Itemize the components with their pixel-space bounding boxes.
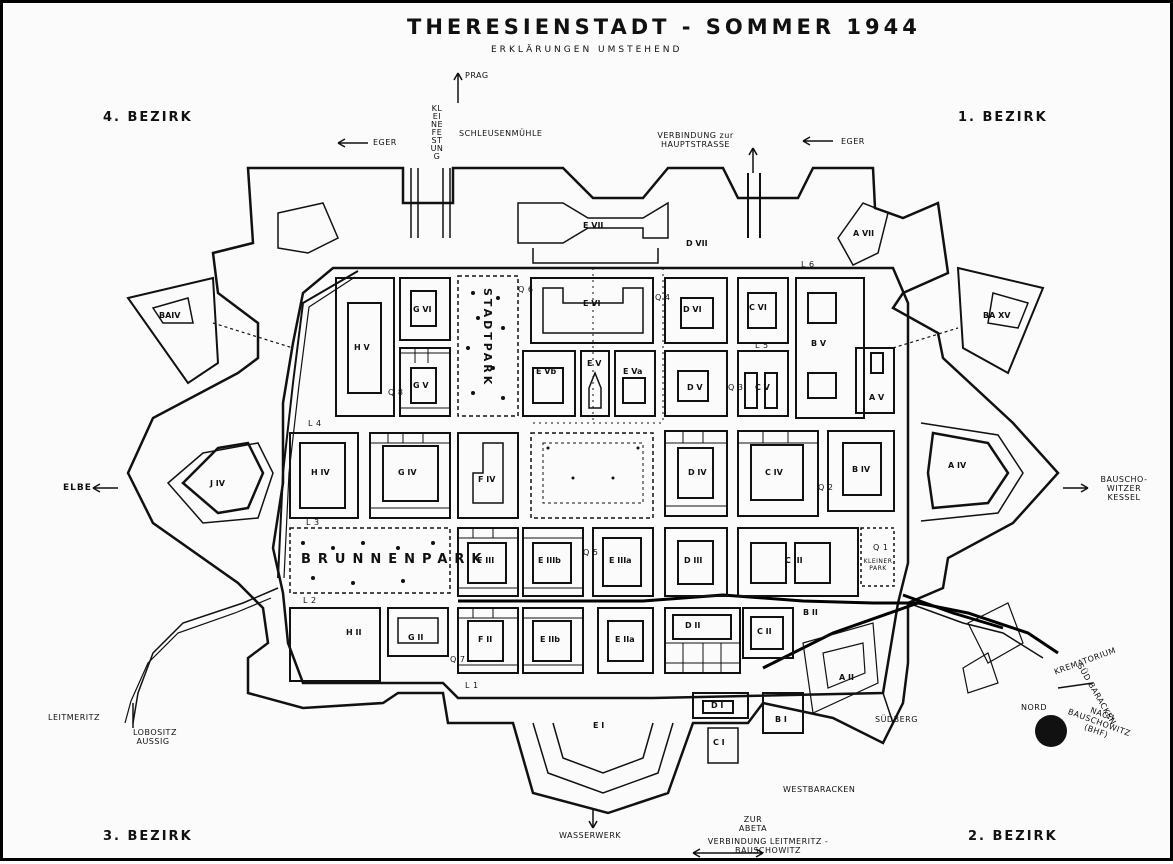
block-dv: D V (687, 383, 703, 392)
railway-line (458, 593, 1059, 655)
block-fiv: F IV (478, 475, 496, 484)
marker-q3: Q 3 (728, 383, 744, 392)
block-baxv: BA XV (983, 311, 1011, 320)
fortress-outer-wall (126, 166, 1060, 815)
block-gv: G V (413, 381, 429, 390)
block-hii: H II (346, 628, 362, 637)
block-eva: E Va (623, 367, 643, 376)
marker-q4: Q 4 (655, 293, 671, 302)
district-4: 4. BEZIRK (103, 110, 193, 125)
block-di: D I (711, 701, 724, 710)
bastion-right (926, 431, 1010, 510)
block-dvii: D VII (686, 239, 708, 248)
marker-l4: L 4 (308, 419, 322, 428)
block-jiv: J IV (210, 479, 225, 488)
marker-l5: L 5 (755, 341, 769, 350)
label-verbindung-bottom: VERBINDUNG LEITMERITZ - BAUSCHOWITZ (707, 837, 829, 855)
label-wasserwerk: WASSERWERK (559, 831, 622, 840)
outwork-baiv (126, 276, 220, 385)
label-bauschowitzer-kessel: BAUSCHO-WITZER KESSEL (1100, 475, 1148, 502)
block-fii: F II (478, 635, 493, 644)
district-2: 2. BEZIRK (968, 829, 1058, 844)
block-eiiia: E IIIa (609, 556, 632, 565)
label-brunnenpark: BRUNNENPARK (301, 552, 489, 567)
block-bii: B II (803, 608, 818, 617)
label-elbe: ELBE (63, 483, 92, 493)
block-ci: C I (713, 738, 725, 747)
block-aii: A II (839, 673, 854, 682)
park-trees (301, 291, 1067, 747)
label-nord: NORD (1021, 703, 1047, 712)
map-title: THERESIENSTADT - SOMMER 1944 (407, 15, 921, 39)
block-ev: E V (587, 359, 602, 368)
block-diii: D III (684, 556, 703, 565)
district-3: 3. BEZIRK (103, 829, 193, 844)
bastion-left (181, 441, 265, 515)
block-gii: G II (408, 633, 424, 642)
town-inner-wall (271, 266, 910, 700)
label-verbindung-haupt: VERBINDUNG zur HAUPTSTRASSE (657, 131, 734, 149)
block-cv: C V (755, 383, 770, 392)
label-prag: PRAG (465, 71, 489, 80)
marker-q5: Q 5 (583, 548, 599, 557)
block-eiiib: E IIIb (538, 556, 561, 565)
label-westbaracken: WESTBARACKEN (783, 785, 856, 794)
block-cii: C II (757, 627, 772, 636)
block-ei: E I (593, 721, 605, 730)
block-evb: E Vb (536, 367, 557, 376)
block-bi: B I (775, 715, 787, 724)
block-giv: G IV (398, 468, 417, 477)
label-leitmeritz: LEITMERITZ (48, 713, 100, 722)
marker-l1: L 1 (465, 681, 479, 690)
marker-l6: L 6 (801, 260, 815, 269)
block-av: A V (869, 393, 885, 402)
label-lobositz: LOBOSITZ AUSSIG (133, 728, 177, 746)
block-hv: H V (354, 343, 370, 352)
label-suedberg: SÜDBERG (875, 715, 918, 724)
marker-l3: L 3 (306, 518, 320, 527)
block-baiv: BAIV (159, 311, 181, 320)
block-civ: C IV (765, 468, 783, 477)
block-hiv: H IV (311, 468, 330, 477)
block-evi: E VI (583, 299, 601, 308)
fortress-map (92, 72, 1094, 858)
block-ciii: C III (785, 556, 803, 565)
block-dvi: D VI (683, 305, 702, 314)
block-avii: A VII (853, 229, 875, 238)
marker-q7: Q 7 (450, 655, 466, 664)
map-subtitle: ERKLÄRUNGEN UMSTEHEND (491, 45, 683, 55)
label-zur-abeta: ZUR ABETA (738, 815, 768, 833)
block-div: D IV (688, 468, 707, 477)
block-eiib: E IIb (540, 635, 560, 644)
label-kleiner-park: KLEINER PARK (863, 558, 893, 572)
district-1: 1. BEZIRK (958, 110, 1048, 125)
block-evii: E VII (583, 221, 604, 230)
label-kleine-festung: KLEINE FESTUNG (430, 104, 444, 161)
outwork-baxv (956, 266, 1045, 375)
marker-l2: L 2 (303, 596, 317, 605)
label-schleusenmuehle: SCHLEUSENMÜHLE (459, 129, 543, 138)
marker-q8: Q 8 (388, 388, 404, 397)
block-aiv: A IV (948, 461, 967, 470)
marker-q6: Q 6 (518, 285, 534, 294)
block-fiii: F III (477, 556, 495, 565)
block-gvi: G VI (413, 305, 432, 314)
marker-q1: Q 1 (873, 543, 889, 552)
block-bv: B V (811, 339, 827, 348)
label-stadtpark: STADTPARK (481, 288, 494, 388)
block-cvi: C VI (749, 303, 767, 312)
marker-q2: Q 2 (818, 483, 834, 492)
label-eger-right: EGER (841, 137, 865, 146)
road-leitmeritz (132, 587, 279, 724)
block-dii: D II (685, 621, 701, 630)
block-eiia: E IIa (615, 635, 635, 644)
block-biv: B IV (852, 465, 871, 474)
label-eger-left: EGER (373, 138, 397, 147)
